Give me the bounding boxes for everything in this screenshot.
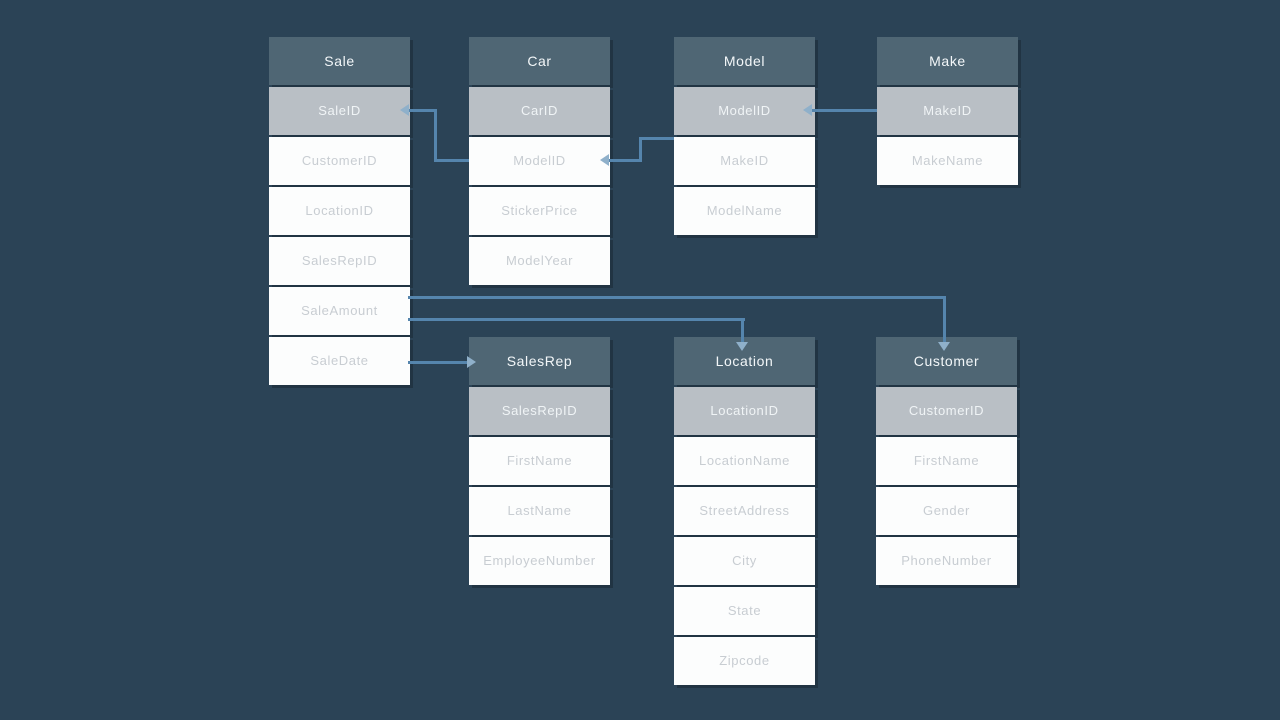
car-field-carid: CarID [469, 87, 610, 135]
sale-field-salesrepid: SalesRepID [269, 237, 410, 285]
make-table-title: Make [877, 37, 1018, 85]
arrow-left-icon [600, 154, 609, 166]
salesrep-table-title: SalesRep [469, 337, 610, 385]
connector-sale-salesrep-segment [408, 361, 470, 364]
car-field-modelyear: ModelYear [469, 237, 610, 285]
sale-field-saleamount: SaleAmount [269, 287, 410, 335]
connector-model-make-segment [811, 109, 877, 112]
customer-field-gender: Gender [876, 487, 1017, 535]
sale-field-saledate: SaleDate [269, 337, 410, 385]
location-field-locationid: LocationID [674, 387, 815, 435]
salesrep-field-lastname: LastName [469, 487, 610, 535]
customer-field-customerid: CustomerID [876, 387, 1017, 435]
make-field-makename: MakeName [877, 137, 1018, 185]
arrow-left-icon [803, 104, 812, 116]
location-field-streetaddress: StreetAddress [674, 487, 815, 535]
arrow-down-icon [736, 342, 748, 351]
connector-car-model-segment [639, 137, 642, 162]
location-field-locationname: LocationName [674, 437, 815, 485]
customer-field-firstname: FirstName [876, 437, 1017, 485]
connector-car-model-segment [639, 137, 674, 140]
arrow-left-icon [400, 104, 409, 116]
salesrep-field-firstname: FirstName [469, 437, 610, 485]
sale-field-saleid: SaleID [269, 87, 410, 135]
connector-sale-location-segment [408, 318, 745, 321]
make-field-makeid: MakeID [877, 87, 1018, 135]
location-field-city: City [674, 537, 815, 585]
salesrep-field-salesrepid: SalesRepID [469, 387, 610, 435]
arrow-right-icon [467, 356, 476, 368]
connector-sale-customer-segment [943, 296, 946, 344]
connector-sale-customer-segment [408, 296, 946, 299]
location-field-zipcode: Zipcode [674, 637, 815, 685]
car-field-modelid: ModelID [469, 137, 610, 185]
connector-sale-car-segment [434, 159, 469, 162]
connector-sale-location-segment [741, 318, 744, 344]
car-field-stickerprice: StickerPrice [469, 187, 610, 235]
arrow-down-icon [938, 342, 950, 351]
salesrep-field-employeenumber: EmployeeNumber [469, 537, 610, 585]
customer-field-phonenumber: PhoneNumber [876, 537, 1017, 585]
model-table-title: Model [674, 37, 815, 85]
car-table-title: Car [469, 37, 610, 85]
sale-table-title: Sale [269, 37, 410, 85]
connector-sale-car-segment [408, 109, 437, 112]
location-field-state: State [674, 587, 815, 635]
sale-field-locationid: LocationID [269, 187, 410, 235]
sale-field-customerid: CustomerID [269, 137, 410, 185]
model-field-modelid: ModelID [674, 87, 815, 135]
connector-sale-car-segment [434, 109, 437, 162]
connector-car-model-segment [608, 159, 642, 162]
model-field-makeid: MakeID [674, 137, 815, 185]
model-field-modelname: ModelName [674, 187, 815, 235]
